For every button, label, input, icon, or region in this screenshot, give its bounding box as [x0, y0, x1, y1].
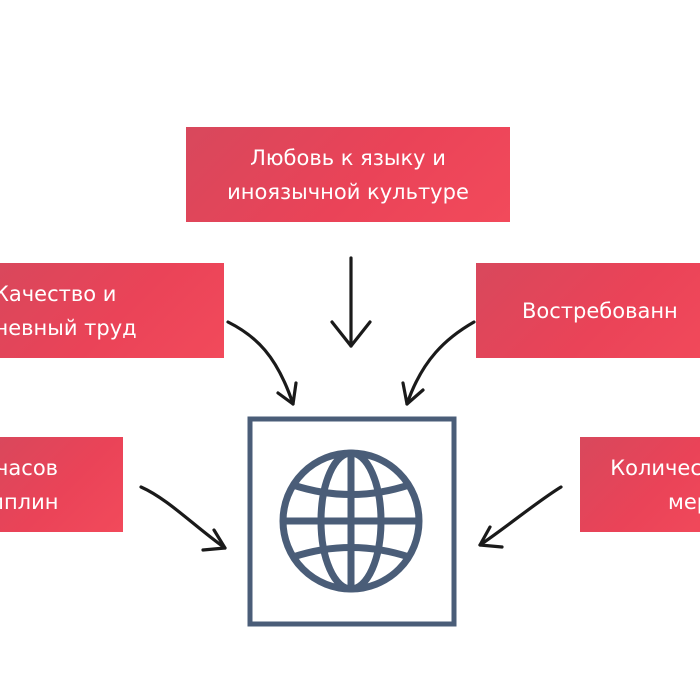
node-line: Количес: [610, 455, 700, 480]
globe-icon: [279, 449, 423, 593]
arrow-bottom-right: [478, 485, 563, 549]
node-line: часов: [0, 455, 59, 480]
arrow-middle-right: [401, 320, 476, 406]
arrows: [139, 256, 563, 552]
arrow-bottom-left: [139, 485, 227, 552]
node-line: Востребованн: [522, 298, 678, 323]
node-quality-daily-work: Качество и дневный труд: [0, 263, 224, 358]
node-line: мер: [668, 489, 700, 514]
node-text: Любовь к языку и иноязычной культуре: [227, 141, 469, 209]
node-line: Качество и: [0, 281, 117, 306]
node-love-of-language: Любовь к языку и иноязычной культуре: [186, 127, 510, 222]
arrow-middle-left: [226, 320, 298, 406]
center-frame: [247, 416, 457, 627]
node-line: иноязычной культуре: [227, 179, 469, 204]
node-text: Востребованн: [522, 294, 678, 328]
node-line: циплин: [0, 489, 59, 514]
node-line: дневный труд: [0, 315, 137, 340]
node-text: часов циплин: [0, 451, 58, 519]
node-hours-disciplines: часов циплин: [0, 437, 123, 532]
arrow-top: [330, 256, 372, 348]
node-demand: Востребованн: [476, 263, 700, 358]
node-line: Любовь к языку и: [250, 145, 446, 170]
node-text: Качество и дневный труд: [0, 277, 137, 345]
node-quantity-events: Количес мер: [580, 437, 700, 532]
node-text: Количес мер: [602, 451, 700, 519]
